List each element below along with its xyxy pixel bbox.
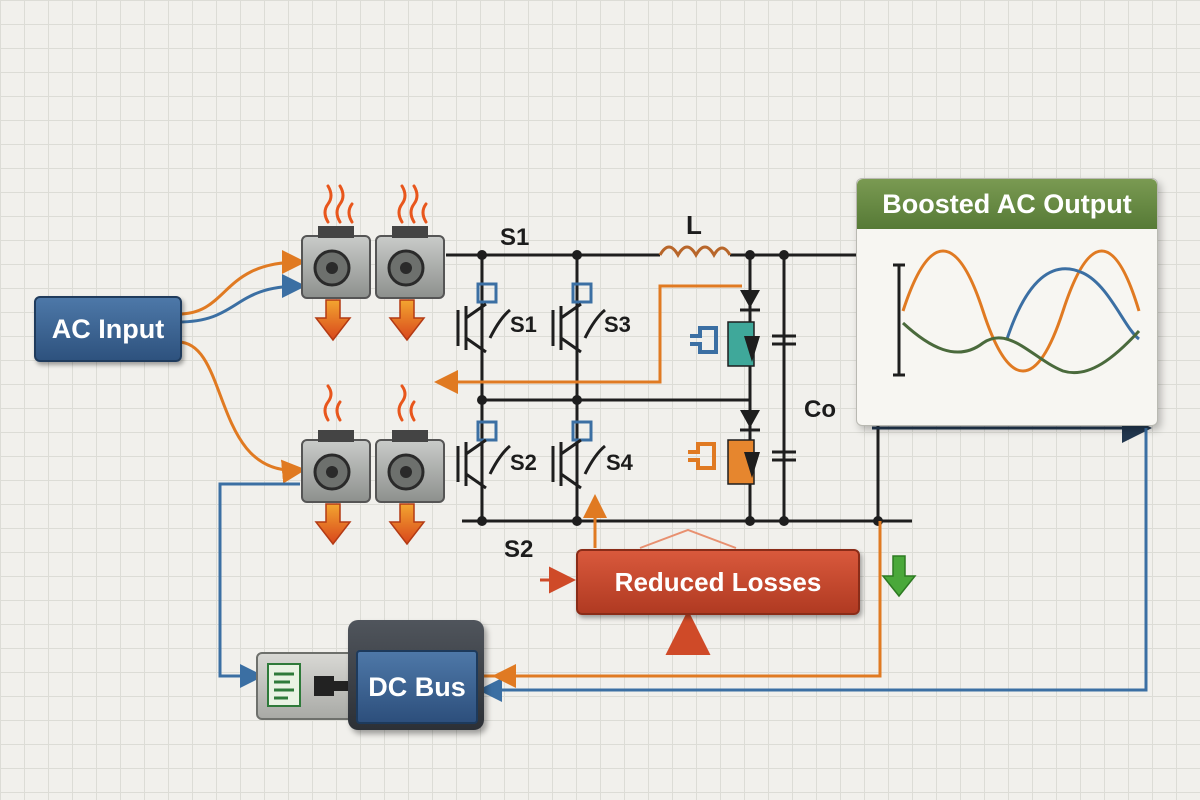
orange-feedback-path [434, 284, 882, 678]
label-switch-2: S2 [510, 450, 537, 475]
boosted-output-title: Boosted AC Output [857, 179, 1157, 229]
waveform-blue-line [1005, 267, 1140, 341]
diode-upper-icon [690, 290, 760, 367]
heatsink-module-top-left-icon [301, 226, 371, 299]
igbt-switch-s1-icon [456, 282, 511, 354]
igbt-switch-s2-icon [456, 420, 511, 490]
loss-chevron-icon [639, 528, 737, 549]
heatsink-module-bottom-left-icon [301, 430, 371, 503]
green-down-arrow-icon [881, 555, 917, 598]
waveform-orange-line [901, 249, 1141, 373]
inductor-icon [658, 245, 732, 259]
ac-input-block: AC Input [34, 296, 182, 362]
document-icon [267, 663, 352, 707]
label-switch-1: S1 [510, 312, 537, 337]
igbt-switch-s4-icon [551, 420, 606, 490]
heat-down-arrows-icon [314, 299, 426, 546]
blue-return-path [478, 413, 1152, 702]
heat-wisps-icon [323, 184, 428, 422]
capacitor-co-icon [772, 334, 796, 462]
dc-bus-adapter [256, 652, 356, 720]
label-capacitor: Co [804, 396, 836, 423]
label-s2-bottom: S2 [504, 536, 534, 563]
loss-arrows-icon [540, 566, 711, 655]
input-feed-lines [177, 250, 306, 688]
label-switch-3: S3 [604, 312, 631, 337]
label-inductor: L [686, 210, 702, 240]
label-s1-top: S1 [500, 224, 530, 251]
waveform-green-line [901, 321, 1141, 375]
label-switch-4: S4 [606, 450, 633, 475]
junction-dots [477, 250, 883, 526]
reduced-losses-block: Reduced Losses [576, 549, 860, 615]
dc-bus-block: DC Bus [356, 650, 478, 724]
heatsink-module-bottom-right-icon [375, 430, 445, 503]
waveform-bracket-icon [893, 263, 905, 377]
main-circuit [446, 253, 912, 523]
diode-lower-icon [688, 410, 760, 485]
igbt-switch-s3-icon [551, 282, 606, 354]
boosted-output-panel: Boosted AC Output [856, 178, 1158, 426]
output-waveform [893, 249, 1141, 377]
heatsink-module-top-right-icon [375, 226, 445, 299]
